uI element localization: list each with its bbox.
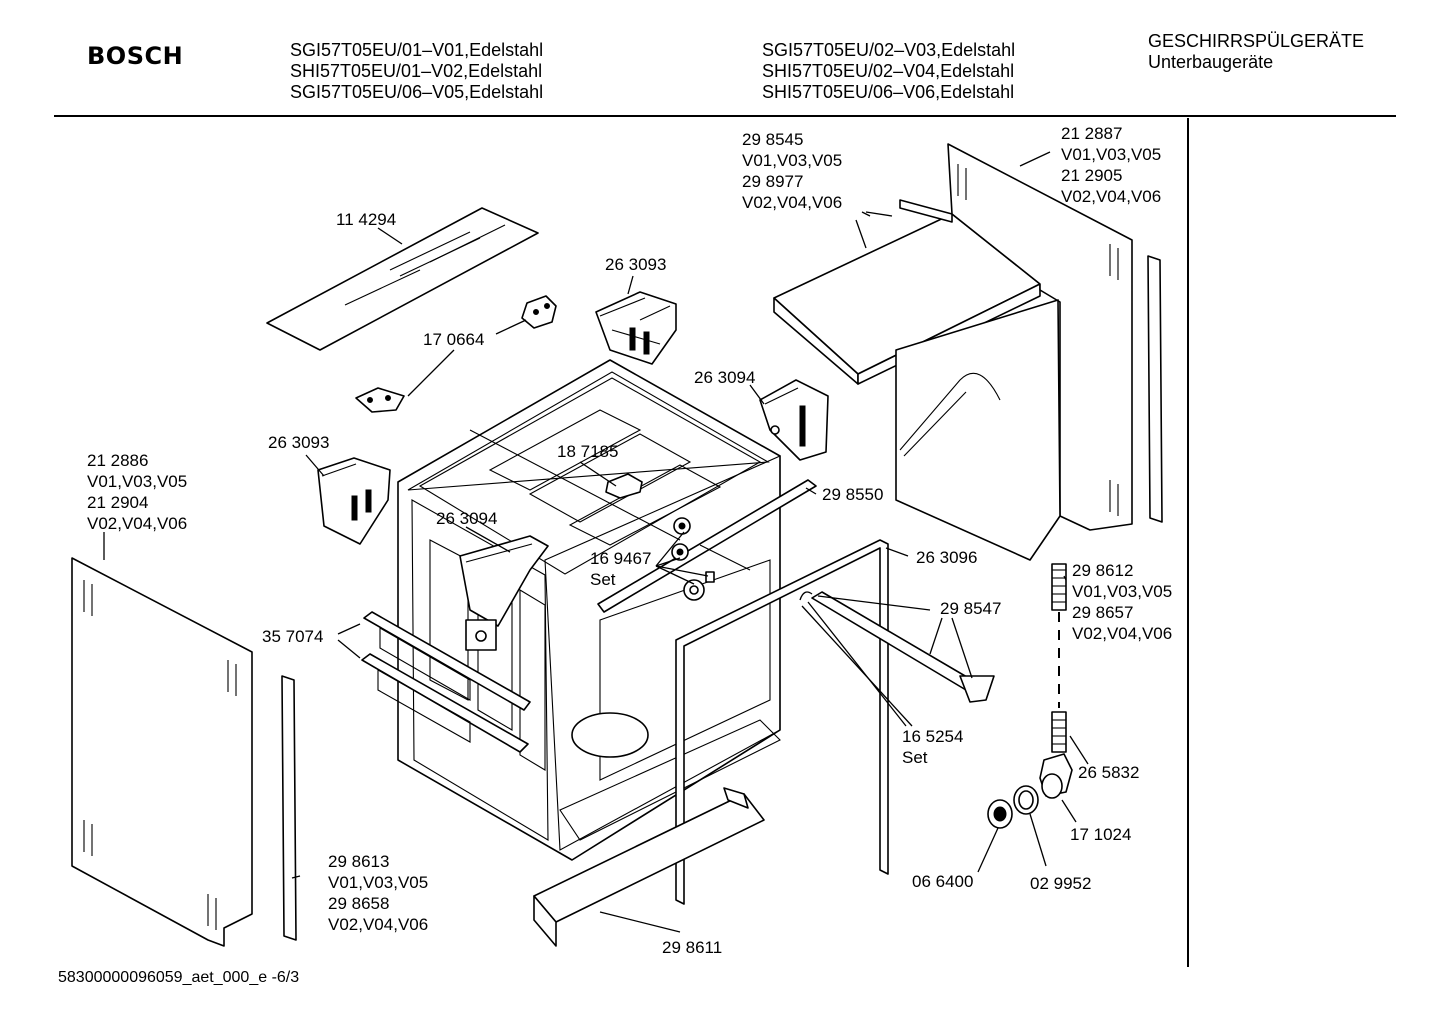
callout-line: 29 8612 xyxy=(1072,561,1133,580)
callout-line: 21 2904 xyxy=(87,493,148,512)
callout-line: Set xyxy=(902,748,928,767)
category-line: Unterbaugeräte xyxy=(1148,52,1274,72)
callout-298612: 29 8612 V01,V03,V05 29 8657 V02,V04,V06 xyxy=(1072,561,1172,643)
model-line: SHI57T05EU/06–V06,Edelstahl xyxy=(762,82,1015,102)
callout-066400: 06 6400 xyxy=(912,872,973,891)
callout-165254: 16 5254 Set xyxy=(902,727,963,767)
callout-298550: 29 8550 xyxy=(822,485,883,504)
part-support-rod xyxy=(799,591,995,703)
callout-line: 29 8657 xyxy=(1072,603,1133,622)
callout-298611: 29 8611 xyxy=(662,938,722,957)
callout-263094-right: 26 3094 xyxy=(694,368,755,387)
callout-263093-left: 26 3093 xyxy=(268,433,329,452)
callout-029952: 02 9952 xyxy=(1030,874,1091,893)
callout-line: Set xyxy=(590,570,616,589)
part-drain-elbow xyxy=(1039,753,1073,799)
part-nut xyxy=(987,799,1013,829)
callout-298545: 29 8545 V01,V03,V05 29 8977 V02,V04,V06 xyxy=(742,130,842,212)
callout-170664: 17 0664 xyxy=(423,330,484,349)
callout-298547: 29 8547 xyxy=(940,599,1001,618)
callout-298613: 29 8613 V01,V03,V05 29 8658 V02,V04,V06 xyxy=(328,852,428,934)
callout-171024: 17 1024 xyxy=(1070,825,1131,844)
model-line: SGI57T05EU/06–V05,Edelstahl xyxy=(290,82,544,102)
part-side-panel-left xyxy=(71,557,253,947)
part-side-strip-left xyxy=(281,675,297,941)
category-title: GESCHIRRSPÜLGERÄTE Unterbaugeräte xyxy=(1148,31,1364,73)
callout-line: 21 2886 xyxy=(87,451,148,470)
model-line: SHI57T05EU/01–V02,Edelstahl xyxy=(290,61,543,81)
callout-114294: 11 4294 xyxy=(336,210,396,229)
callout-line: V02,V04,V06 xyxy=(742,193,842,212)
callout-line: 29 8613 xyxy=(328,852,389,871)
page-number: -6/3 xyxy=(271,969,300,986)
category-line: GESCHIRRSPÜLGERÄTE xyxy=(1148,31,1365,51)
callout-263093-top: 26 3093 xyxy=(605,255,666,274)
callout-line: V02,V04,V06 xyxy=(328,915,428,934)
callout-263096: 26 3096 xyxy=(916,548,977,567)
part-rack-rail-upper xyxy=(363,611,531,711)
part-bearing-set xyxy=(671,517,751,601)
callout-187185: 18 7185 xyxy=(557,442,618,461)
callout-line: V01,V03,V05 xyxy=(1061,145,1161,164)
callout-212886: 21 2886 V01,V03,V05 21 2904 V02,V04,V06 xyxy=(87,451,187,533)
document-footer: 58300000096059_aet_000_e -6/3 xyxy=(58,969,299,987)
part-bracket-lower xyxy=(355,387,405,413)
part-hinge-block-top xyxy=(595,291,677,365)
callout-line: V02,V04,V06 xyxy=(1061,187,1161,206)
callout-169467: 16 9467 Set xyxy=(590,549,651,589)
part-door-rail xyxy=(597,479,817,613)
callout-line: V01,V03,V05 xyxy=(328,873,428,892)
part-hinge-cover-right xyxy=(759,379,829,461)
callout-line: V01,V03,V05 xyxy=(742,151,842,170)
callout-263094-inner: 26 3094 xyxy=(436,509,497,528)
right-margin-divider xyxy=(1187,118,1189,967)
part-hose-upper xyxy=(1051,563,1067,708)
part-clip xyxy=(605,473,643,499)
part-ring-seal xyxy=(1013,785,1039,815)
callout-357074: 35 7074 xyxy=(262,627,323,646)
callout-line: 16 9467 xyxy=(590,549,651,568)
callout-line: 21 2905 xyxy=(1061,166,1122,185)
part-bracket-upper xyxy=(521,295,557,329)
callout-line: 21 2887 xyxy=(1061,124,1122,143)
brand-logo: BOSCH xyxy=(87,42,184,70)
callout-line: V01,V03,V05 xyxy=(87,472,187,491)
part-tub-frame xyxy=(397,359,781,861)
part-insulation-sheet xyxy=(266,207,539,351)
part-hinge-block-left xyxy=(317,457,391,545)
callout-265832: 26 5832 xyxy=(1078,763,1139,782)
model-list-left: SGI57T05EU/01–V01,Edelstahl SHI57T05EU/0… xyxy=(290,40,543,103)
model-list-right: SGI57T05EU/02–V03,Edelstahl SHI57T05EU/0… xyxy=(762,40,1015,103)
callout-line: 29 8658 xyxy=(328,894,389,913)
part-base-strip xyxy=(533,787,765,947)
document-id: 58300000096059_aet_000_e xyxy=(58,969,268,986)
model-line: SHI57T05EU/02–V04,Edelstahl xyxy=(762,61,1015,81)
model-line: SGI57T05EU/02–V03,Edelstahl xyxy=(762,40,1016,60)
callout-line: 29 8545 xyxy=(742,130,803,149)
callout-212887: 21 2887 V01,V03,V05 21 2905 V02,V04,V06 xyxy=(1061,124,1161,206)
leader-lines xyxy=(103,151,1089,933)
callout-line: V02,V04,V06 xyxy=(87,514,187,533)
header-divider xyxy=(54,115,1396,117)
callout-line: 29 8977 xyxy=(742,172,803,191)
part-side-strip-right xyxy=(1147,255,1163,523)
model-line: SGI57T05EU/01–V01,Edelstahl xyxy=(290,40,544,60)
callout-line: V01,V03,V05 xyxy=(1072,582,1172,601)
callout-line: 16 5254 xyxy=(902,727,963,746)
part-side-panel-right xyxy=(895,143,1133,561)
part-door-seal xyxy=(675,539,889,905)
part-hinge-cover-inner xyxy=(459,535,549,651)
part-rack-rail-lower xyxy=(361,653,529,753)
part-hose-lower xyxy=(1051,711,1067,753)
callout-line: V02,V04,V06 xyxy=(1072,624,1172,643)
